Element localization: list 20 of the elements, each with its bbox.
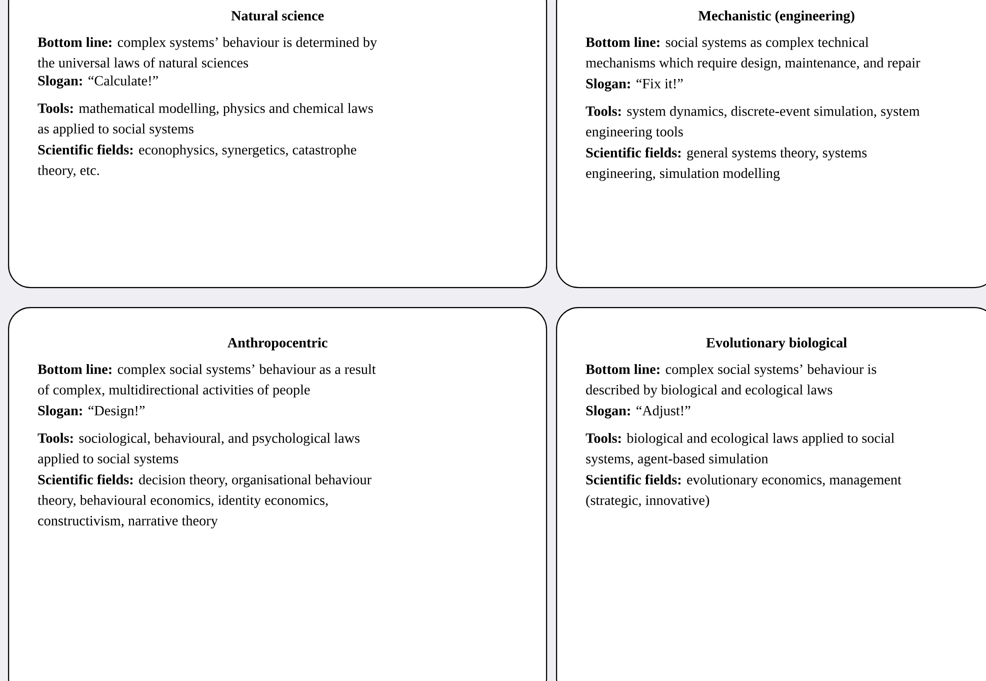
category-box [556,306,986,681]
category-box [8,306,548,681]
category-box [556,0,986,288]
paragraph: Slogan: “Design!” [38,405,145,418]
heading: Natural science [231,10,324,21]
heading: Anthropocentric [228,338,328,350]
paragraph: Slogan: “Calculate!” [38,76,158,88]
paragraph: Slogan: “Fix it!” [586,78,683,92]
heading: Mechanistic (engineering) [698,10,854,24]
paragraph: Bottom line: complex social systems’ behaviour as a result of complex, multidirectional activities of people [38,364,376,398]
category-box [8,0,548,288]
paragraph: Bottom line: social systems as complex technical mechanisms which require design, maintenance, and repair [586,37,920,70]
paragraph: Scientific fields: evolutionary economics, management (strategic, innovative) [586,474,902,508]
paragraph: Scientific fields: general systems theory, systems engineering, simulation modelling [586,147,867,181]
paragraph: Scientific fields: econophysics, synergetics, catastrophe theory, etc. [38,144,356,178]
paragraph: Bottom line: complex social systems’ behaviour is described by biological and ecological laws [586,364,876,398]
paragraph: Slogan: “Adjust!” [586,405,690,418]
paragraph: Bottom line: complex systems’ behaviour is determined by the universal laws of natural sciences [38,37,377,68]
paragraph: Scientific fields: decision theory, organisational behaviour theory, behavioural economics, identity economics, constructivism, narrative theory [38,474,372,528]
heading: Evolutionary biological [706,338,847,350]
